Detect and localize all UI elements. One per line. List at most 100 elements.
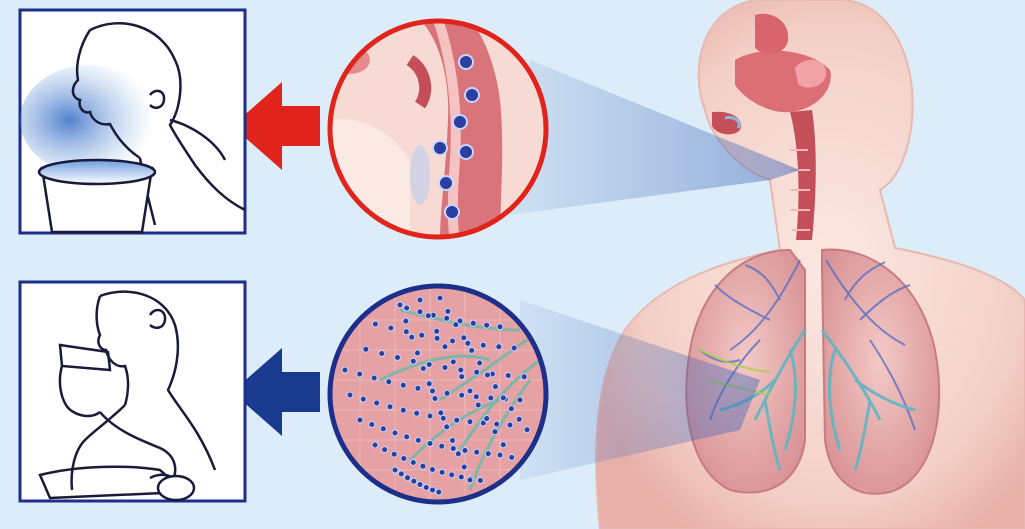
- particle: [415, 437, 421, 443]
- particle: [357, 417, 363, 423]
- particle: [360, 396, 366, 402]
- particle: [505, 373, 511, 379]
- particle: [477, 360, 483, 366]
- particle: [450, 438, 456, 444]
- particle: [508, 406, 514, 412]
- particle: [357, 371, 363, 377]
- particle: [404, 434, 410, 440]
- particle: [444, 315, 450, 321]
- particle: [517, 397, 523, 403]
- particle: [427, 441, 433, 447]
- particle: [445, 308, 451, 314]
- particle: [426, 362, 432, 368]
- particle: [477, 478, 483, 484]
- lower-panel: [20, 282, 245, 501]
- particle: [458, 367, 464, 373]
- particle: [488, 395, 494, 401]
- particle: [450, 359, 456, 365]
- particle: [400, 382, 406, 388]
- particle: [475, 402, 481, 408]
- particle: [492, 384, 498, 390]
- particle: [425, 313, 431, 319]
- particle: [436, 489, 442, 495]
- particle: [453, 322, 459, 328]
- particle: [461, 464, 467, 470]
- particle: [434, 335, 440, 341]
- particle: [371, 375, 377, 381]
- particle: [379, 351, 385, 357]
- particle: [453, 115, 467, 129]
- particle: [450, 446, 456, 452]
- torso-figure: [596, 0, 1025, 529]
- particle: [442, 365, 448, 371]
- particle: [455, 451, 461, 457]
- particle: [342, 367, 348, 373]
- particle: [521, 374, 527, 380]
- particle: [459, 55, 473, 69]
- particle: [411, 478, 417, 484]
- particle: [417, 309, 423, 315]
- particle: [500, 442, 506, 448]
- particle: [404, 305, 410, 311]
- particle: [409, 334, 415, 340]
- particle: [430, 487, 436, 493]
- particle: [405, 475, 411, 481]
- particle: [442, 344, 448, 350]
- particle: [347, 392, 353, 398]
- particle: [511, 345, 517, 351]
- particle: [420, 463, 426, 469]
- particle: [433, 141, 447, 155]
- particle: [439, 176, 453, 190]
- particle: [509, 454, 515, 460]
- particle: [410, 358, 416, 364]
- particle: [492, 429, 498, 435]
- particle: [497, 452, 503, 458]
- particle: [469, 348, 475, 354]
- particle: [420, 366, 426, 372]
- particle: [391, 451, 397, 457]
- bronchiole-magnifier: [330, 286, 550, 506]
- particle: [380, 426, 386, 432]
- particle: [459, 392, 465, 398]
- particle: [430, 388, 436, 394]
- particle: [459, 145, 473, 159]
- particle: [458, 474, 464, 480]
- particle: [432, 396, 438, 402]
- particle: [461, 335, 467, 341]
- particle: [388, 325, 394, 331]
- particle: [392, 467, 398, 473]
- particle: [445, 205, 459, 219]
- particle: [382, 447, 388, 453]
- particle: [374, 400, 380, 406]
- particle: [430, 467, 436, 473]
- particle: [392, 430, 398, 436]
- particle: [467, 419, 473, 425]
- particle: [400, 407, 406, 413]
- particle: [484, 322, 490, 328]
- particle: [444, 390, 450, 396]
- particle: [434, 328, 440, 334]
- particle: [439, 469, 445, 475]
- particle: [386, 379, 392, 385]
- particle: [414, 410, 420, 416]
- particle: [423, 485, 429, 491]
- particle: [449, 472, 455, 478]
- particle: [426, 381, 432, 387]
- particle: [403, 329, 409, 335]
- particle: [444, 424, 450, 430]
- particle: [427, 413, 433, 419]
- particle: [470, 320, 476, 326]
- particle: [398, 471, 404, 477]
- particle: [417, 482, 423, 488]
- particle: [438, 410, 444, 416]
- compressor: [158, 476, 194, 500]
- particle: [454, 417, 460, 423]
- particle: [465, 88, 479, 102]
- particle: [485, 451, 491, 457]
- particle: [450, 338, 456, 344]
- particle: [395, 355, 401, 361]
- particle: [467, 477, 473, 483]
- upper-panel: [20, 10, 245, 233]
